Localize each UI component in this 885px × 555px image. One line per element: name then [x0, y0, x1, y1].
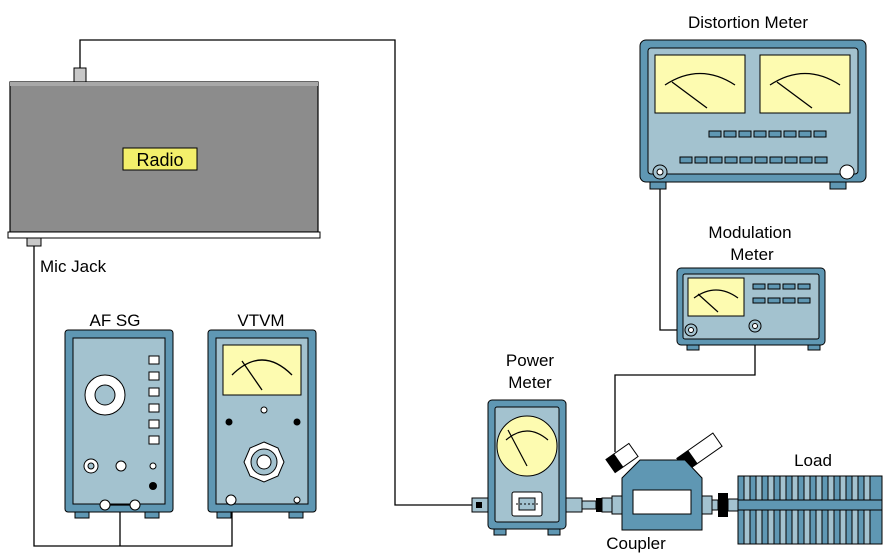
power-needle-icon	[507, 429, 528, 467]
coupler-output-connector	[701, 495, 713, 515]
vtvm-aux-terminal-icon	[293, 496, 301, 504]
mic-jack-connector	[26, 237, 42, 247]
coupler-window	[632, 489, 692, 515]
af-sg-label: AF SG	[89, 311, 140, 330]
vtvm-lamp-left-icon	[225, 418, 233, 426]
modulation-meter-label-line1: Modulation	[708, 223, 791, 242]
af-sg-output-terminal-left-icon	[99, 499, 111, 511]
frequency-dial-center-icon	[94, 384, 116, 406]
modulation-meter-input-terminal-inner-icon	[752, 323, 758, 329]
mic-jack-label: Mic Jack	[40, 257, 107, 276]
vtvm: VTVM	[207, 311, 317, 519]
power-meter: Power Meter	[471, 351, 583, 536]
coupler-label: Coupler	[606, 534, 666, 553]
distortion-meter-face-right	[759, 54, 851, 114]
vtvm-label: VTVM	[237, 311, 284, 330]
af-signal-generator: AF SG	[64, 311, 174, 519]
af-sg-lamp-icon	[149, 482, 157, 490]
modulation-meter-scale	[693, 289, 739, 299]
vtvm-needle-icon	[241, 360, 263, 391]
power-meter-input-plug	[476, 502, 482, 508]
distortion-needle-left-icon	[671, 81, 708, 109]
af-sg-knob-left-inner-icon	[87, 462, 95, 470]
power-meter-range-switch-inner	[518, 497, 536, 511]
distortion-meter-input-terminal-inner-icon	[656, 168, 664, 176]
load-label: Load	[794, 451, 832, 470]
coupler-sample-port	[605, 442, 639, 474]
radio-label: Radio	[136, 150, 183, 170]
directional-coupler: Coupler	[605, 432, 723, 553]
mic-cable	[33, 242, 233, 547]
modulation-meter-output-terminal-inner-icon	[688, 327, 694, 333]
power-meter-label-line2: Meter	[508, 373, 552, 392]
radio-label-box	[122, 147, 198, 171]
load-core	[737, 499, 883, 511]
rf-line-power-to-coupler	[581, 497, 613, 513]
vtvm-zero-adjust-icon	[260, 406, 268, 414]
power-meter-scale	[505, 430, 549, 441]
distortion-needle-right-icon	[776, 81, 813, 109]
modulation-needle-icon	[697, 293, 719, 313]
distortion-meter-knob-right-icon	[839, 164, 855, 180]
antenna-cable	[79, 39, 478, 506]
modulation-meter-switches	[752, 283, 811, 304]
af-sg-small-dot-icon	[149, 462, 157, 470]
radio-top-shade	[10, 82, 318, 86]
coupler-input-connector	[611, 495, 623, 515]
vtvm-lamp-right-icon	[293, 418, 301, 426]
modulation-meter: Modulation Meter	[676, 223, 826, 351]
coupler-sample-cable	[614, 330, 756, 452]
range-switch-buttons	[148, 355, 160, 445]
modulation-meter-label-line2: Meter	[730, 245, 774, 264]
dummy-load: Load	[737, 451, 883, 545]
power-meter-dial-face	[496, 415, 558, 477]
power-meter-output-connector	[565, 497, 583, 513]
vtvm-scale-arc	[231, 359, 293, 376]
radio-antenna-connector	[73, 67, 87, 83]
distortion-meter-scale-right	[769, 72, 841, 86]
distortion-meter-switch-row-lower	[679, 156, 828, 164]
radio-unit: Radio Mic Jack	[7, 67, 321, 276]
distortion-meter-face-left	[654, 54, 746, 114]
radio-front-panel	[7, 231, 321, 239]
af-sg-output-terminal-right-icon	[129, 499, 141, 511]
distortion-meter: Distortion Meter	[639, 13, 867, 190]
vtvm-meter-face	[222, 344, 302, 396]
power-meter-label-line1: Power	[506, 351, 555, 370]
distortion-meter-scale-left	[664, 72, 736, 86]
rf-line-coupler-to-load	[711, 493, 739, 517]
af-sg-knob-mid-icon	[115, 460, 127, 472]
distortion-meter-switch-row-upper	[708, 130, 827, 138]
distortion-meter-label: Distortion Meter	[688, 13, 808, 32]
vtvm-range-knob-center-icon	[256, 454, 272, 470]
vtvm-input-terminal-icon	[225, 494, 237, 506]
